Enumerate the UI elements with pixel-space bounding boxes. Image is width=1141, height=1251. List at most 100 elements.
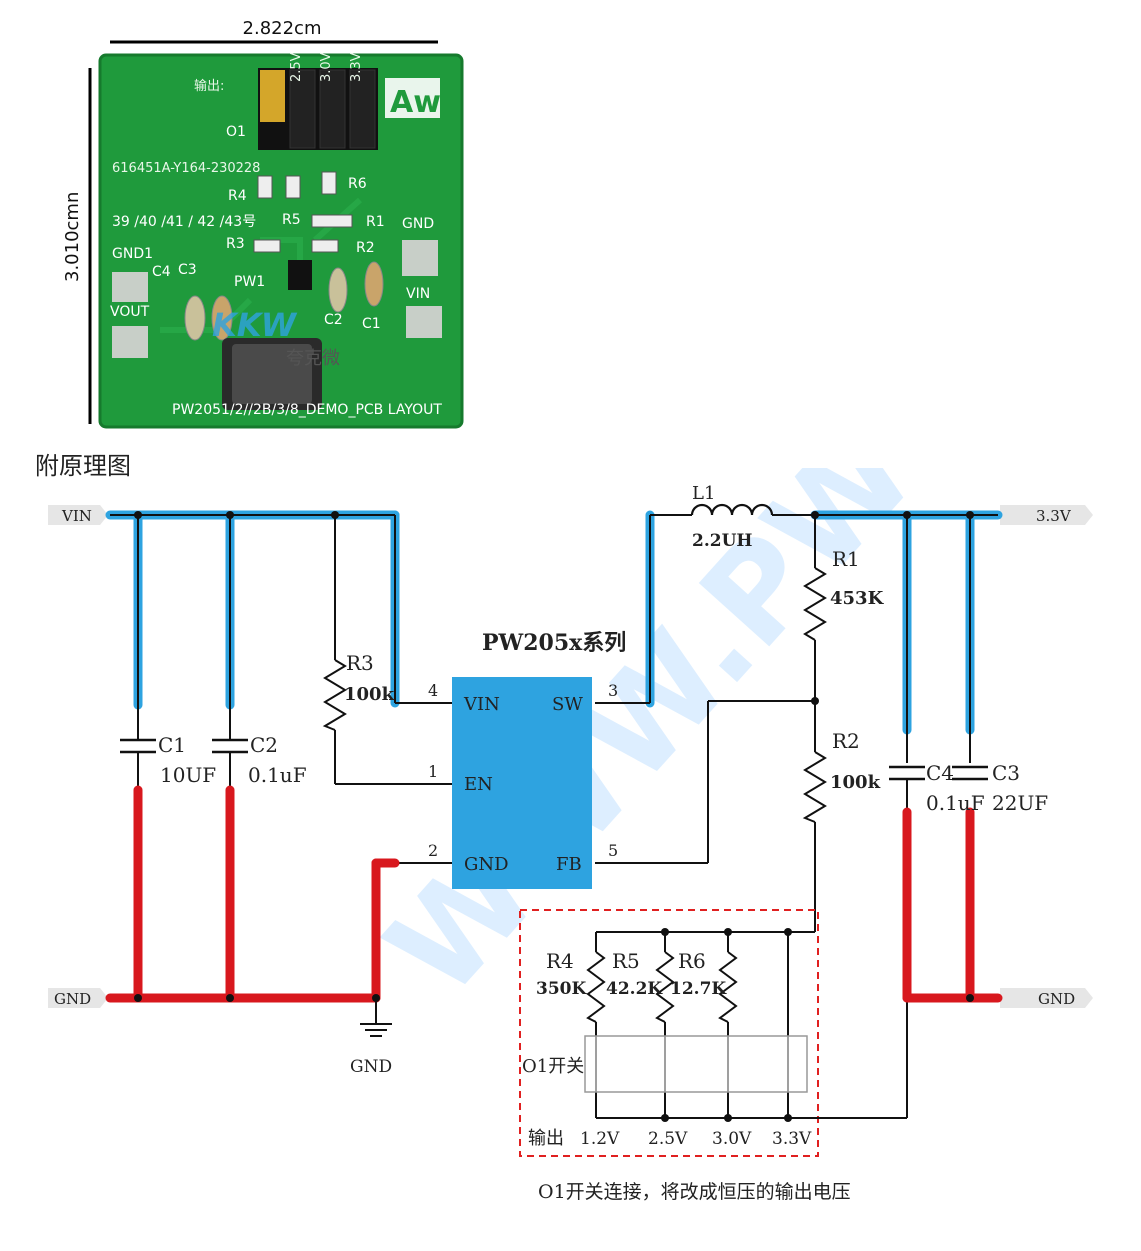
- vin-port: VIN: [48, 505, 108, 525]
- svg-text:Aw: Aw: [390, 85, 441, 120]
- chip-pin-fb: FB: [556, 854, 582, 875]
- l1-value: 2.2UH: [692, 531, 752, 551]
- resistor-r5: [655, 951, 675, 1023]
- o1-switch[interactable]: [584, 1035, 808, 1093]
- board-v3-label: 3.0V: [319, 52, 334, 82]
- c1-value: 10UF: [160, 763, 216, 787]
- chip-pw205x: [452, 677, 592, 889]
- resistor-r4: [586, 951, 606, 1023]
- pin-number-1: 1: [428, 762, 438, 781]
- svg-text:3.3V: 3.3V: [1036, 507, 1072, 525]
- board-gnd1-label: GND1: [112, 246, 153, 262]
- board-c1-label: C1: [362, 316, 381, 332]
- gnd-net: [105, 785, 1003, 1003]
- chip-pin-en: EN: [464, 774, 493, 795]
- board-r2-label: R2: [356, 240, 375, 256]
- r3-value: 100k: [344, 684, 395, 705]
- board-o1-label: O1: [226, 124, 246, 140]
- c1-name: C1: [158, 733, 186, 757]
- board-vout-label: VOUT: [110, 304, 150, 320]
- height-dimension-label: 3.010cmn: [62, 192, 83, 282]
- c3-value: 22UF: [992, 791, 1048, 815]
- capacitor-c1: [120, 738, 156, 754]
- board-c2-label: C2: [324, 312, 343, 328]
- r2-name: R2: [832, 729, 860, 753]
- chip-title: PW205x系列: [482, 630, 626, 656]
- capacitor-c4: [889, 765, 925, 781]
- r6-value: 12.7K: [670, 979, 727, 999]
- r5-value: 42.2K: [606, 979, 663, 999]
- board-output-label: 输出:: [194, 78, 224, 94]
- capacitor-c2: [212, 738, 248, 754]
- r4-value: 350K: [536, 979, 587, 999]
- pin-number-2: 2: [428, 841, 438, 860]
- schematic-caption: 附原理图: [35, 452, 131, 480]
- c3-name: C3: [992, 761, 1020, 785]
- gnd1-pad: [112, 272, 148, 302]
- output-option-1v2: 1.2V: [580, 1129, 620, 1149]
- output-option-3v3: 3.3V: [772, 1129, 812, 1149]
- pin-number-3: 3: [608, 681, 618, 700]
- output-option-2v5: 2.5V: [648, 1129, 688, 1149]
- svg-text:VIN: VIN: [61, 507, 92, 525]
- resistor-r2: [802, 751, 827, 823]
- c4-name: C4: [926, 761, 954, 785]
- board-c4-label: C4: [152, 264, 171, 280]
- chip-pin-sw: SW: [552, 694, 583, 715]
- board-v2-label: 2.5V: [289, 52, 304, 82]
- board-vin-label: VIN: [406, 286, 430, 302]
- resistor-r1: [803, 567, 827, 641]
- junction-dots: [134, 511, 974, 1002]
- chip-pin-vin: VIN: [463, 694, 500, 715]
- r1-name: R1: [832, 547, 860, 571]
- switch-note: O1开关连接，将改成恒压的输出电压: [538, 1181, 851, 1203]
- pin-number-5: 5: [608, 841, 618, 860]
- c2-value: 0.1uF: [248, 763, 307, 787]
- board-logo-kkw: KKW: [212, 306, 298, 344]
- pin-number-4: 4: [428, 681, 438, 700]
- output-option-3v0: 3.0V: [712, 1129, 752, 1149]
- board-gnd-label: GND: [402, 216, 434, 232]
- capacitor-c3: [952, 765, 988, 781]
- r3-name: R3: [346, 651, 374, 675]
- board-part-number: 616451A-Y164-230228: [112, 161, 260, 176]
- gnd-symbol: [360, 998, 392, 1037]
- gnd-symbol-label: GND: [350, 1057, 392, 1077]
- c4-value: 0.1uF: [926, 791, 985, 815]
- output-selector-box: [519, 909, 819, 1157]
- board-r5-label: R5: [282, 212, 301, 228]
- output-header[interactable]: [258, 68, 378, 150]
- board-logo-cn: 夸克微: [286, 348, 340, 369]
- board-r6-label: R6: [348, 176, 367, 192]
- board-r1-label: R1: [366, 214, 385, 230]
- width-dimension-label: 2.822cm: [243, 18, 322, 39]
- inductor-l1: [690, 503, 774, 516]
- c2-name: C2: [250, 733, 278, 757]
- output-label: 输出: [528, 1128, 564, 1149]
- vin-pad: [406, 306, 442, 338]
- schematic: WWW.PWCHIP VIN 3.3V GND GND: [48, 468, 1141, 1203]
- board-pw1-label: PW1: [234, 274, 265, 290]
- output-3v3-port: 3.3V: [1000, 505, 1093, 525]
- gnd-pad: [402, 240, 438, 276]
- aw-logo: Aw: [385, 78, 441, 120]
- l1-name: L1: [692, 483, 715, 504]
- resistor-r3: [322, 659, 347, 731]
- r1-value: 453K: [830, 588, 885, 609]
- r5-name: R5: [612, 949, 640, 973]
- pcb-photo: 2.822cm 3.010cmn 输出: O1 2.5V 3.0V 3.3V A…: [62, 18, 464, 429]
- o1-switch-label: O1开关: [522, 1056, 584, 1077]
- gnd-port-left: GND: [48, 988, 108, 1008]
- r2-value: 100k: [830, 772, 881, 793]
- board-r3-label: R3: [226, 236, 245, 252]
- r6-name: R6: [678, 949, 706, 973]
- board-v4-label: 3.3V: [349, 52, 364, 82]
- gnd-port-right: GND: [1000, 988, 1093, 1008]
- chip-pin-gnd: GND: [464, 854, 509, 875]
- vout-pad: [112, 326, 148, 358]
- r4-name: R4: [546, 949, 574, 973]
- board-r4-label: R4: [228, 188, 247, 204]
- resistor-r6: [718, 951, 738, 1023]
- board-c3-label: C3: [178, 262, 197, 278]
- svg-text:GND: GND: [54, 990, 91, 1008]
